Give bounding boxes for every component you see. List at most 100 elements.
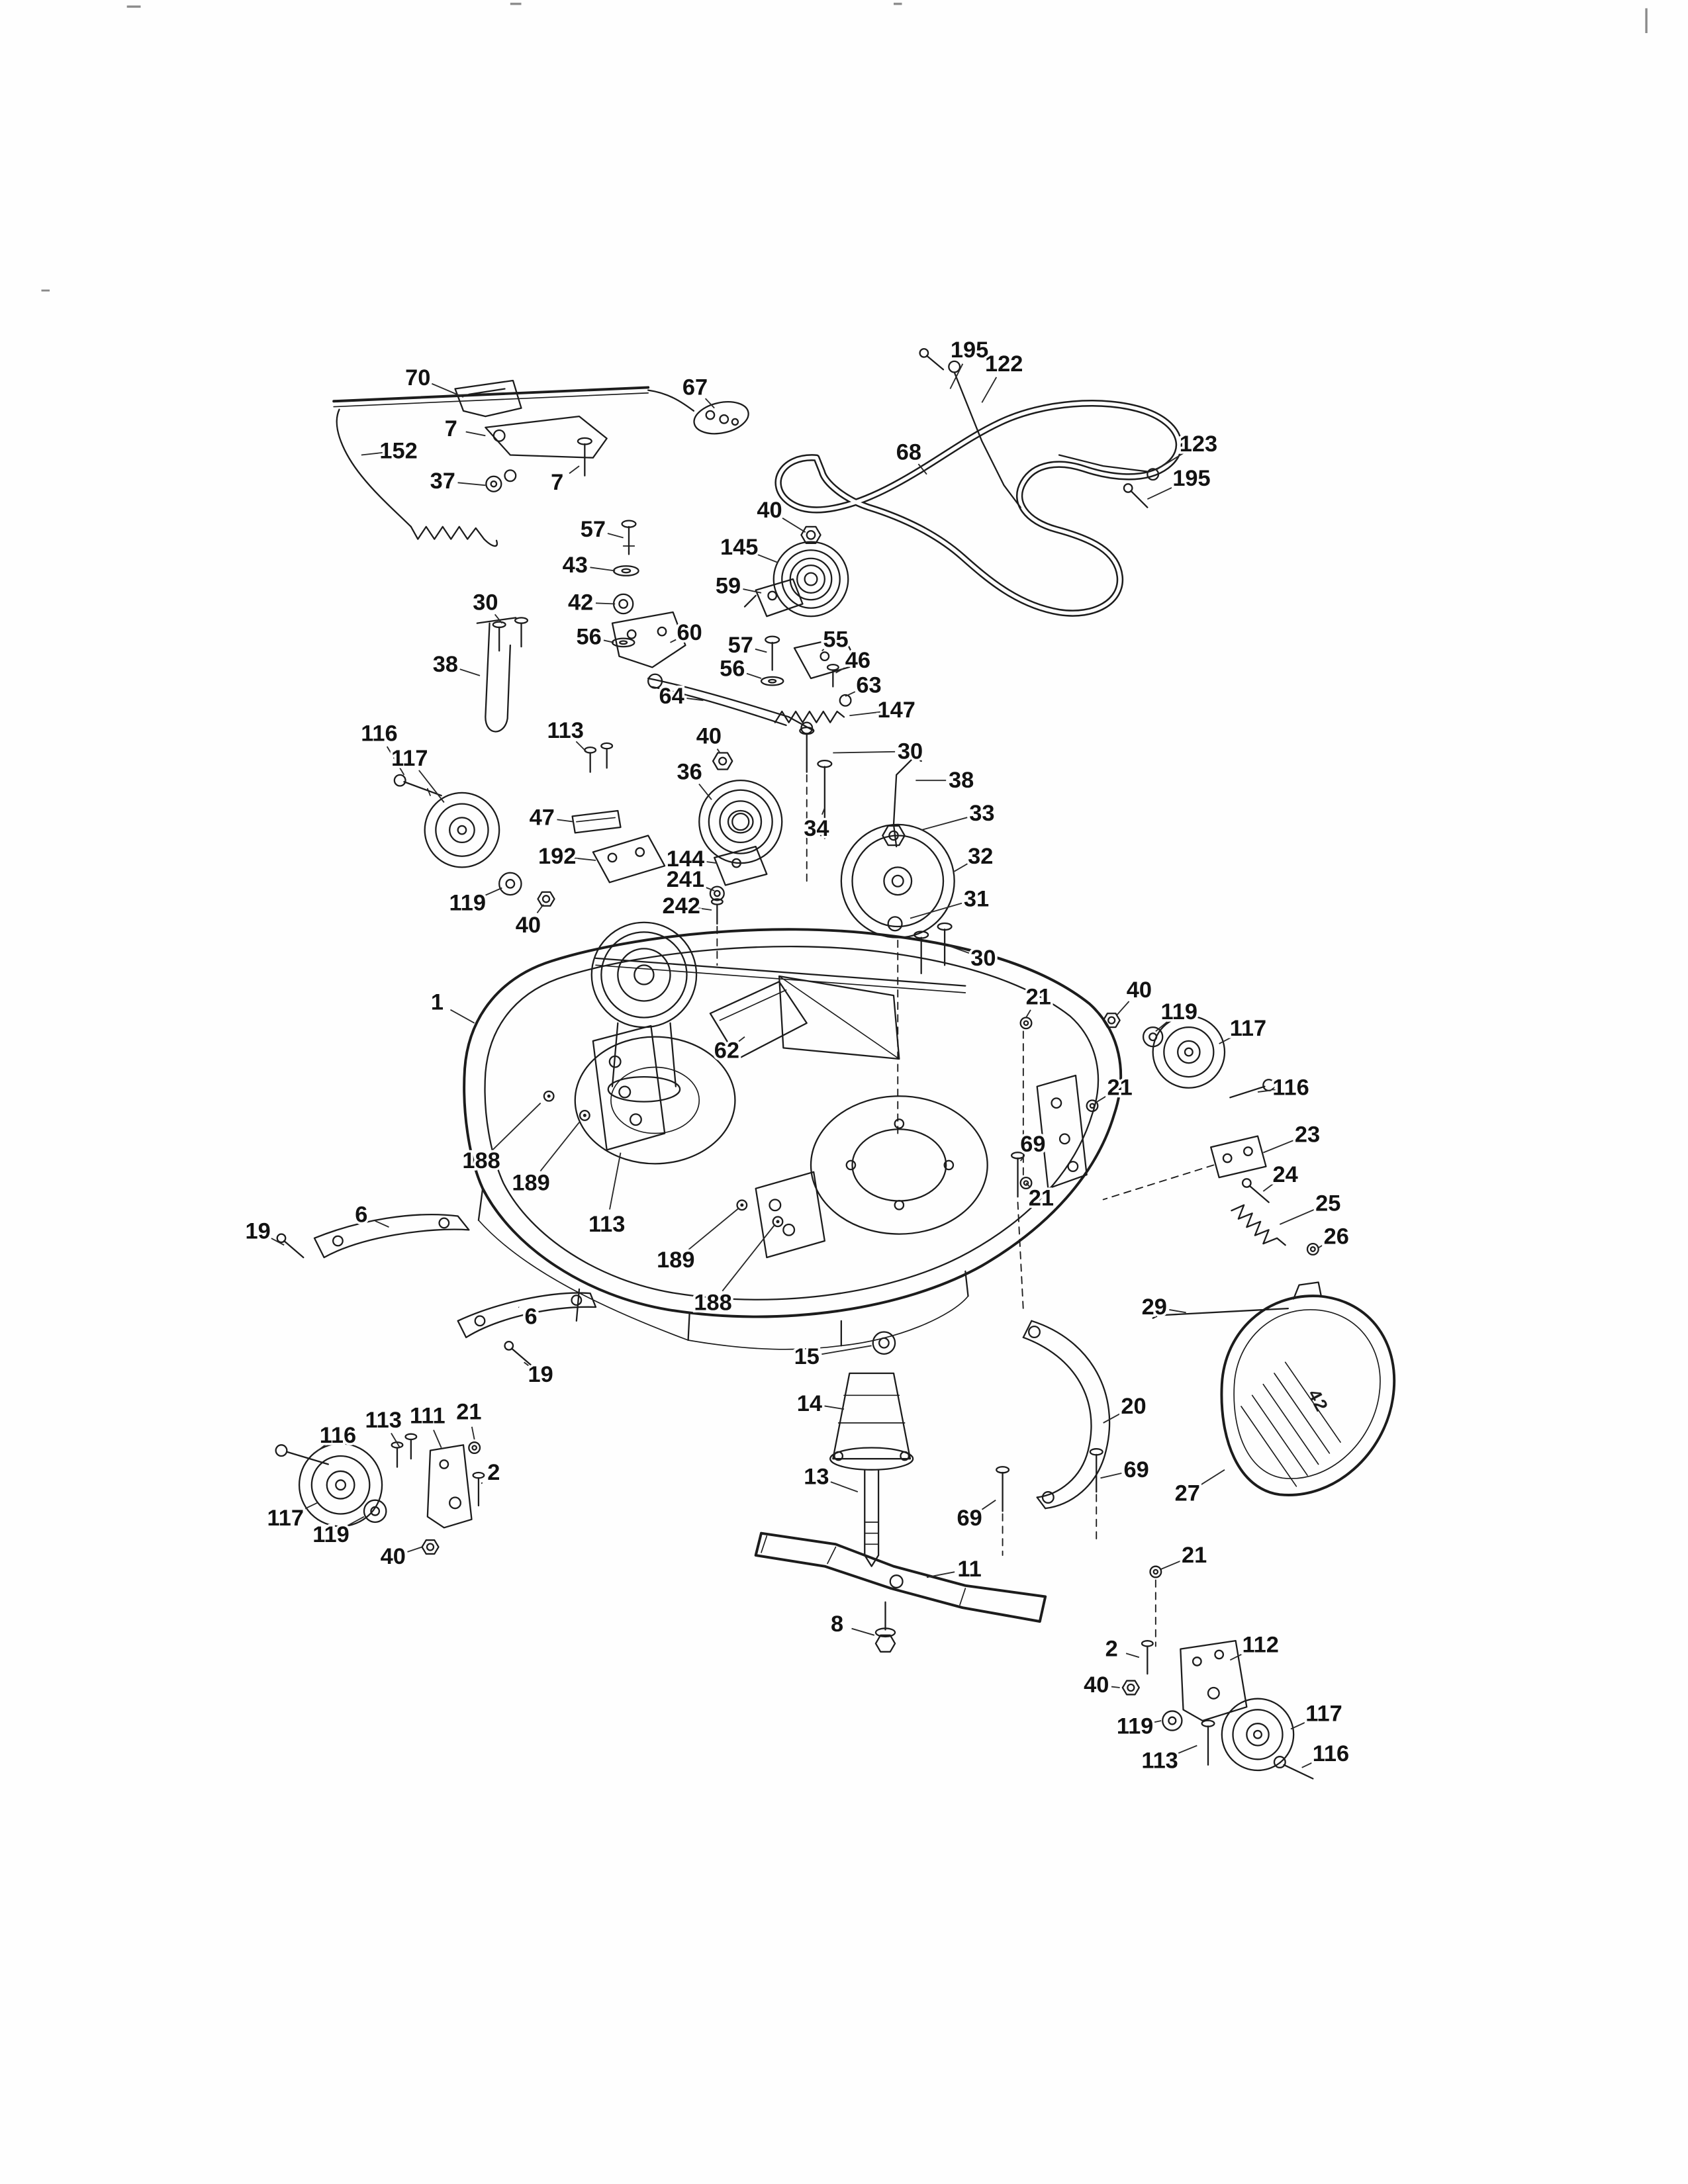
part-callout-69: 69 xyxy=(1124,1457,1149,1482)
callout-leader-40 xyxy=(536,904,544,913)
callout-leader-7 xyxy=(465,431,486,437)
part-callout-68: 68 xyxy=(896,439,921,465)
callout-leader-117 xyxy=(418,770,445,803)
scan-artifacts xyxy=(41,3,1648,292)
callout-leader-57 xyxy=(755,648,767,653)
callout-leader-40 xyxy=(716,749,721,754)
part-callout-40: 40 xyxy=(696,724,722,749)
deck-shell xyxy=(463,921,1123,1350)
callout-leader-24 xyxy=(1262,1183,1274,1192)
part-callout-33: 33 xyxy=(969,801,994,826)
callout-leader-2 xyxy=(1125,1653,1140,1659)
part-callout-21: 21 xyxy=(1182,1543,1207,1568)
callout-leader-62 xyxy=(738,1036,745,1042)
callout-leader-32 xyxy=(954,863,968,872)
gauge-wheel-front-left xyxy=(393,742,666,907)
part-callout-116: 116 xyxy=(1272,1075,1309,1101)
part-callout-21: 21 xyxy=(456,1399,481,1424)
diagram-line-art xyxy=(41,3,1648,1780)
rear-suspension-bracket xyxy=(996,1152,1111,1556)
part-callout-30: 30 xyxy=(898,739,923,764)
part-callout-38: 38 xyxy=(433,652,458,677)
part-callout-19: 19 xyxy=(245,1218,270,1244)
part-callout-40: 40 xyxy=(1127,978,1152,1003)
blade-engagement-linkage xyxy=(332,379,749,547)
mower-blade xyxy=(754,1531,1047,1653)
part-callout-117: 117 xyxy=(267,1506,304,1531)
callout-leader-6 xyxy=(375,1220,389,1228)
callout-leader-8 xyxy=(851,1627,875,1636)
callout-leader-63 xyxy=(845,691,856,697)
part-callout-46: 46 xyxy=(845,648,870,673)
callout-leader-38 xyxy=(459,668,481,676)
part-callout-117: 117 xyxy=(1230,1016,1266,1041)
part-callout-57: 57 xyxy=(728,633,753,658)
part-callout-116: 116 xyxy=(320,1423,356,1448)
callout-leader-195 xyxy=(949,363,964,389)
front-hanger-brackets xyxy=(276,1214,597,1366)
part-callout-119: 119 xyxy=(1161,999,1197,1024)
callout-leader-116 xyxy=(386,746,405,776)
callout-leader-11 xyxy=(926,1571,955,1578)
callout-leader-117 xyxy=(299,1502,318,1512)
callout-leader-117 xyxy=(1290,1719,1311,1730)
callout-leader-189 xyxy=(539,1122,580,1172)
callout-leader-23 xyxy=(1262,1140,1294,1154)
part-callout-67: 67 xyxy=(682,375,708,400)
callout-leader-40 xyxy=(1111,1686,1120,1688)
callout-leader-15 xyxy=(821,1345,872,1355)
callout-leader-31 xyxy=(910,902,962,919)
callout-leader-144 xyxy=(700,860,718,864)
part-callout-40: 40 xyxy=(1084,1672,1109,1698)
callout-leader-192 xyxy=(572,857,596,861)
callout-leader-147 xyxy=(849,711,882,717)
callout-leader-40 xyxy=(1116,1001,1130,1015)
callout-leader-19 xyxy=(271,1238,285,1246)
wheel-bracket-left xyxy=(275,1433,485,1555)
part-callout-145: 145 xyxy=(720,535,758,560)
part-callout-57: 57 xyxy=(581,517,606,542)
part-callout-21: 21 xyxy=(1026,984,1051,1009)
part-callout-144: 144 xyxy=(667,846,704,872)
part-callout-21: 21 xyxy=(1107,1075,1133,1101)
callout-leader-6 xyxy=(518,1306,520,1308)
part-callout-19: 19 xyxy=(528,1362,553,1387)
callout-leader-119 xyxy=(1149,1720,1162,1724)
part-callout-55: 55 xyxy=(823,627,848,653)
callout-leader-69 xyxy=(981,1499,996,1510)
part-callout-70: 70 xyxy=(405,365,430,390)
callout-leader-21 xyxy=(1094,1095,1107,1104)
callout-leader-241 xyxy=(699,884,715,891)
callout-leader-20 xyxy=(1103,1413,1121,1424)
callout-leader-111 xyxy=(433,1430,442,1448)
part-callout-116: 116 xyxy=(361,721,397,746)
part-callout-2: 2 xyxy=(487,1460,500,1485)
callout-leader-70 xyxy=(431,383,464,398)
part-callout-25: 25 xyxy=(1315,1191,1340,1216)
callout-leader-69 xyxy=(1100,1473,1122,1479)
callout-leader-56 xyxy=(746,672,762,679)
part-callout-11: 11 xyxy=(957,1557,981,1582)
callout-leader-7 xyxy=(569,465,580,475)
part-callout-152: 152 xyxy=(379,438,417,463)
callout-leader-1 xyxy=(449,1009,475,1024)
part-callout-31: 31 xyxy=(964,886,989,911)
part-callout-119: 119 xyxy=(312,1522,349,1547)
callout-leader-30 xyxy=(833,751,896,754)
center-brackets xyxy=(709,846,768,966)
drive-belt xyxy=(774,400,1182,617)
callout-leader-19 xyxy=(524,1361,529,1367)
idler-pivot-stack-left xyxy=(611,520,686,668)
part-callout-42: 42 xyxy=(568,590,593,615)
callout-leader-119 xyxy=(1155,1021,1168,1032)
callout-leader-189 xyxy=(686,1207,740,1251)
part-callout-116: 116 xyxy=(1313,1741,1349,1766)
callout-leader-27 xyxy=(1199,1469,1225,1486)
part-callout-37: 37 xyxy=(430,469,455,494)
callout-leader-55 xyxy=(821,649,825,652)
part-callout-40: 40 xyxy=(516,913,541,938)
callout-leader-21 xyxy=(1025,1009,1031,1018)
part-callout-20: 20 xyxy=(1121,1394,1146,1419)
